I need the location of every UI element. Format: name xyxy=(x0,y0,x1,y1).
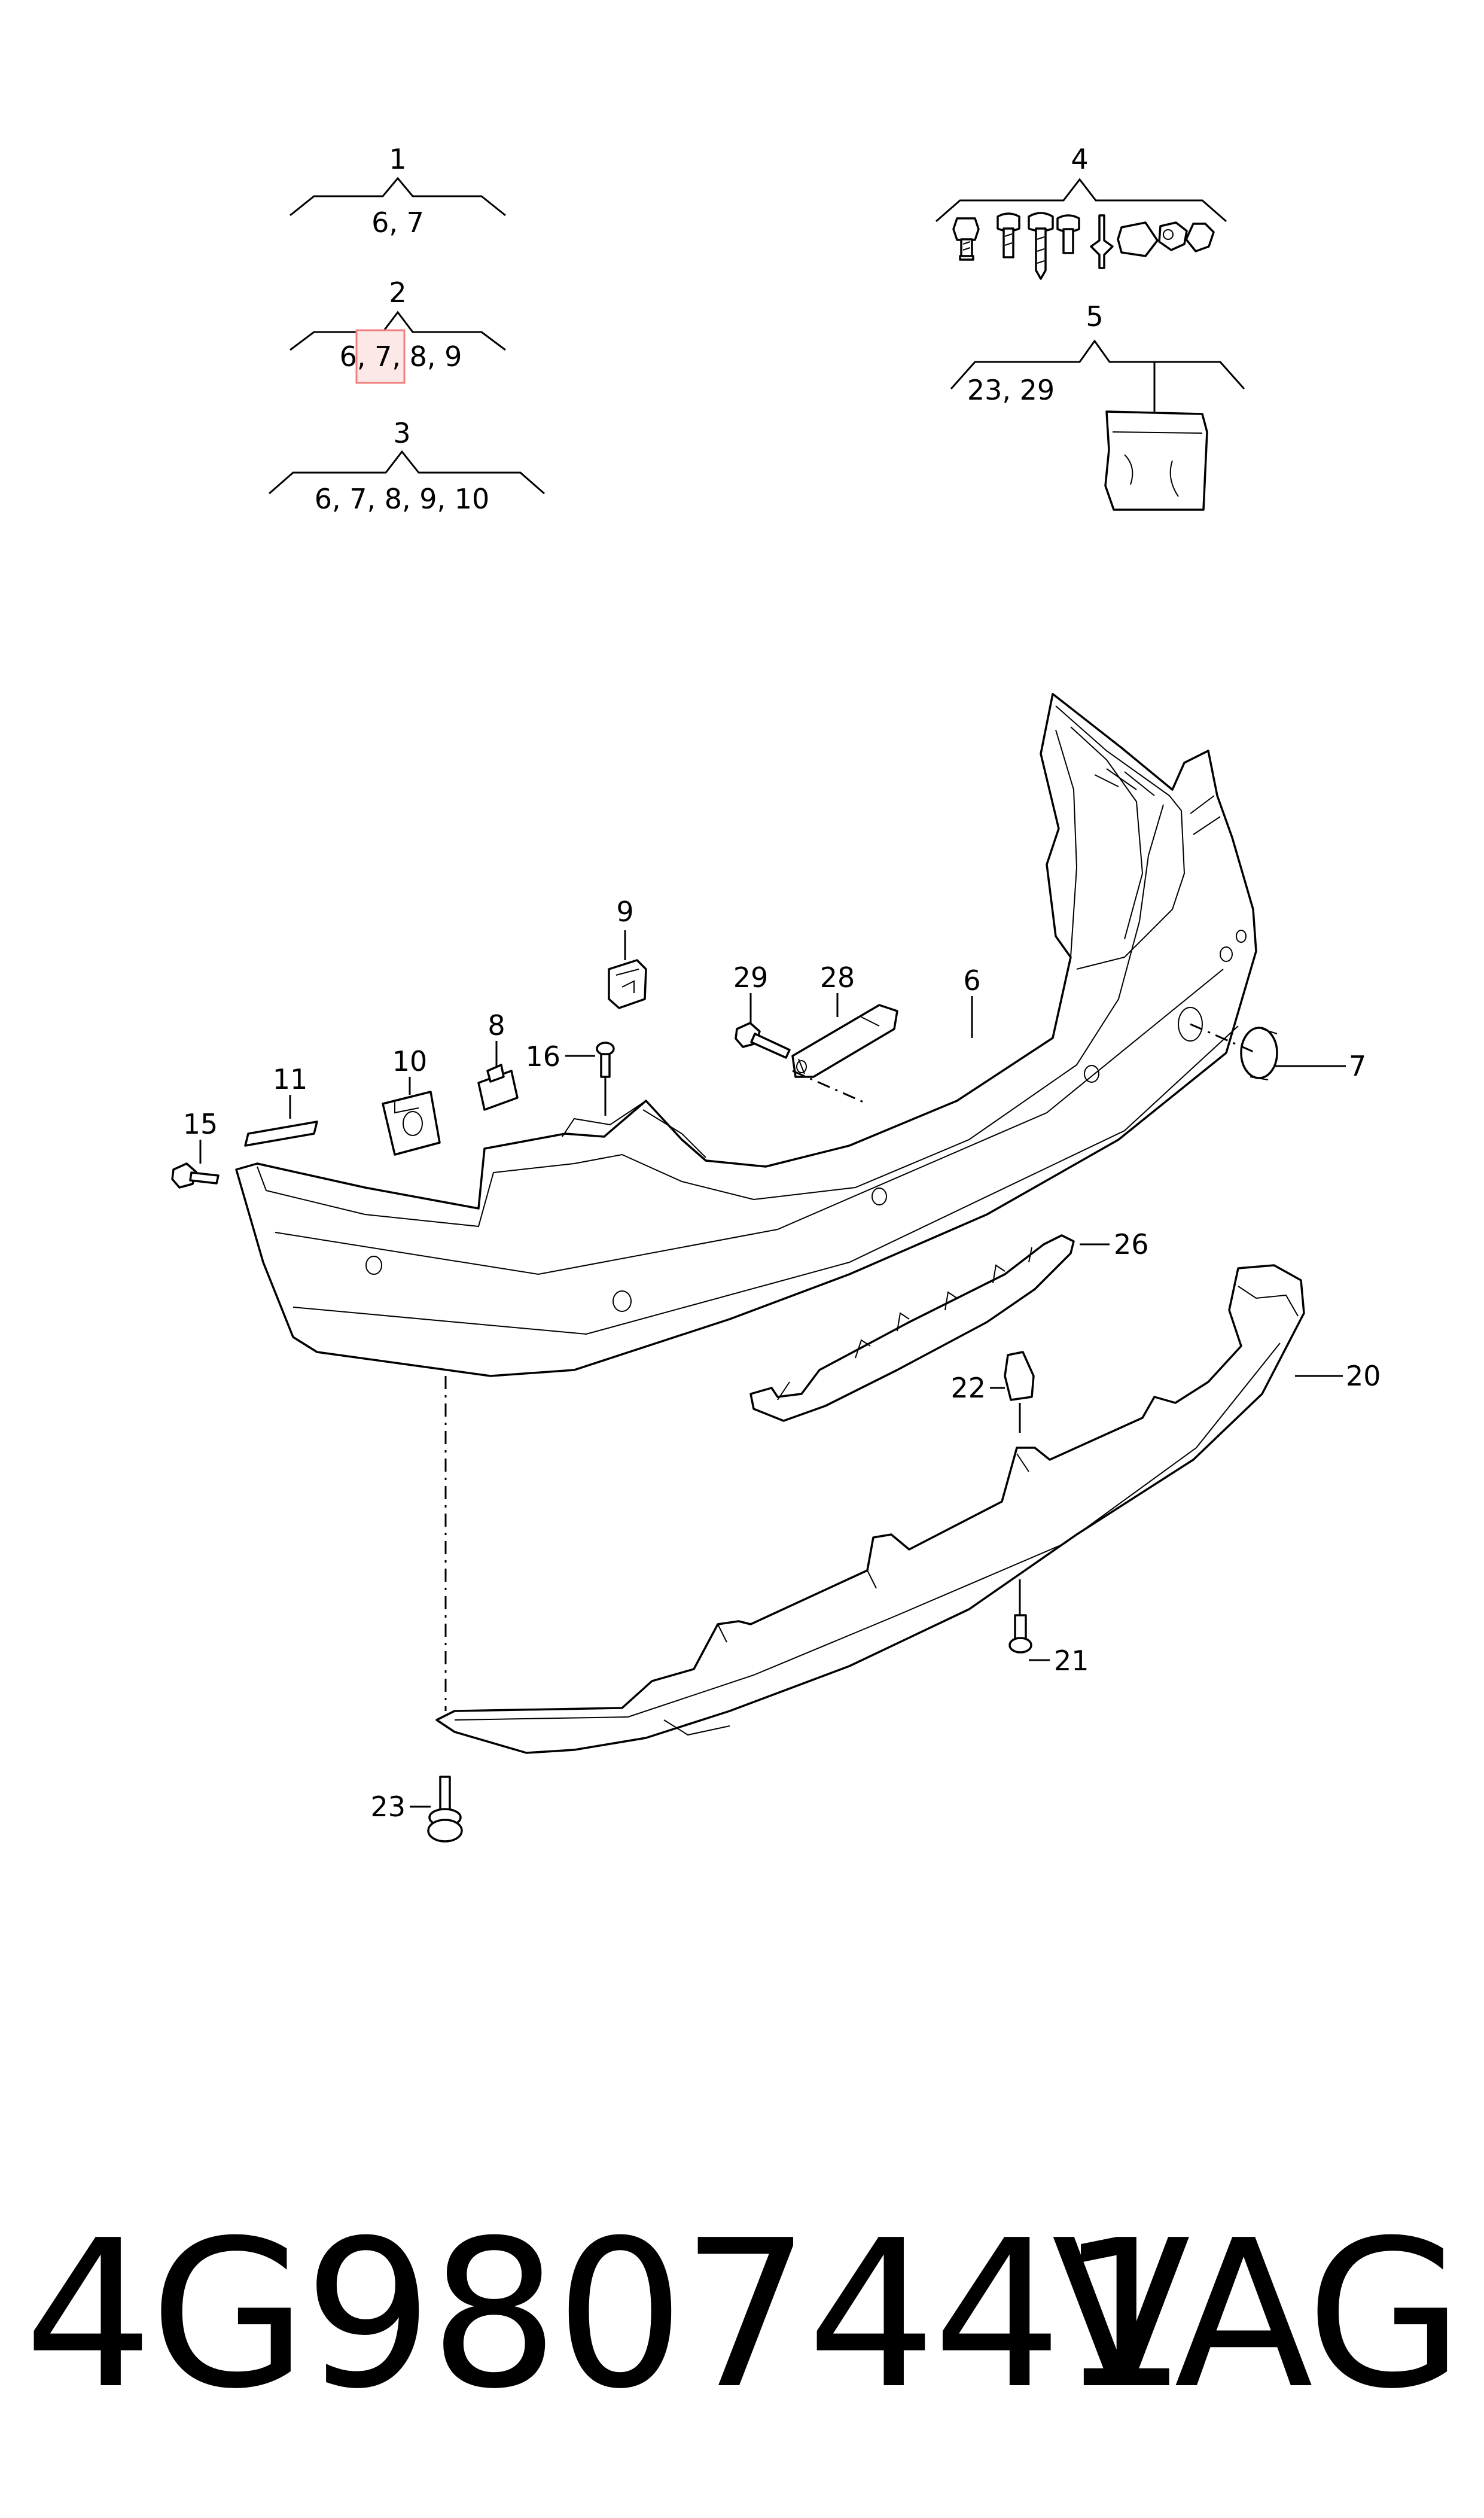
callouts: 6 7 8 9 10 11 15 16 20 21 22 23 26 28 29 xyxy=(183,896,1381,1823)
group-4: 4 xyxy=(936,143,1227,280)
clip-9 xyxy=(608,930,647,1009)
leader-lines xyxy=(199,993,1346,1808)
group-3: 3 6, 7, 8, 9, 10 xyxy=(269,417,545,515)
screw-21 xyxy=(1008,1579,1032,1654)
group-1-refs: 6, 7 xyxy=(371,206,424,239)
callout-8[interactable]: 8 xyxy=(487,1009,505,1042)
group-2-highlight-box[interactable] xyxy=(355,329,406,384)
group-3-refs: 6, 7, 8, 9, 10 xyxy=(315,483,490,515)
callout-23[interactable]: 23 xyxy=(370,1791,406,1823)
group-4-number: 4 xyxy=(1071,143,1088,175)
bolt-15 xyxy=(171,1162,220,1189)
bolt-29 xyxy=(735,1022,791,1059)
group-2-refs: 6, 7, 8, 9 xyxy=(340,340,462,373)
callout-9[interactable]: 9 xyxy=(616,896,633,928)
parts-bag-icon xyxy=(1104,410,1208,511)
group-5: 5 23, 29 xyxy=(950,300,1245,511)
part-number: 4G9807441 xyxy=(24,2197,1188,2434)
callout-10[interactable]: 10 xyxy=(392,1045,428,1077)
callout-29[interactable]: 29 xyxy=(733,961,769,994)
bracket-10 xyxy=(382,1091,441,1156)
bracket-28 xyxy=(791,1004,898,1078)
parking-sensor-holes xyxy=(365,930,1247,1312)
mounting-rail xyxy=(749,1234,1075,1422)
callout-28[interactable]: 28 xyxy=(820,961,855,994)
group-3-number: 3 xyxy=(393,417,410,449)
screw-23 xyxy=(427,1776,463,1843)
callout-26[interactable]: 26 xyxy=(1114,1228,1149,1260)
clip-8 xyxy=(477,1064,519,1111)
brand-label: VAG xyxy=(1052,2197,1464,2434)
fastener-set-icon xyxy=(952,212,1215,280)
nut-22 xyxy=(1004,1351,1035,1433)
group-2: 2 6, 7, 8, 9 xyxy=(290,276,506,384)
group-1: 1 6, 7 xyxy=(290,143,506,239)
callout-15[interactable]: 15 xyxy=(183,1108,218,1140)
group-5-number: 5 xyxy=(1086,300,1103,333)
plate-11 xyxy=(244,1121,318,1147)
group-5-refs: 23, 29 xyxy=(967,374,1055,406)
group-1-number: 1 xyxy=(389,143,406,175)
callout-6[interactable]: 6 xyxy=(963,964,980,997)
tow-cap-7 xyxy=(1240,1027,1278,1080)
callout-20[interactable]: 20 xyxy=(1346,1360,1381,1392)
bumper-cover xyxy=(235,693,1257,1377)
callout-22[interactable]: 22 xyxy=(950,1372,986,1404)
callout-11[interactable]: 11 xyxy=(273,1063,308,1095)
group-2-number: 2 xyxy=(389,276,406,309)
callout-16[interactable]: 16 xyxy=(525,1040,560,1073)
lower-diffuser xyxy=(435,1264,1305,1754)
callout-7[interactable]: 7 xyxy=(1349,1050,1366,1082)
screw-16 xyxy=(596,1042,615,1116)
callout-21[interactable]: 21 xyxy=(1054,1645,1089,1677)
